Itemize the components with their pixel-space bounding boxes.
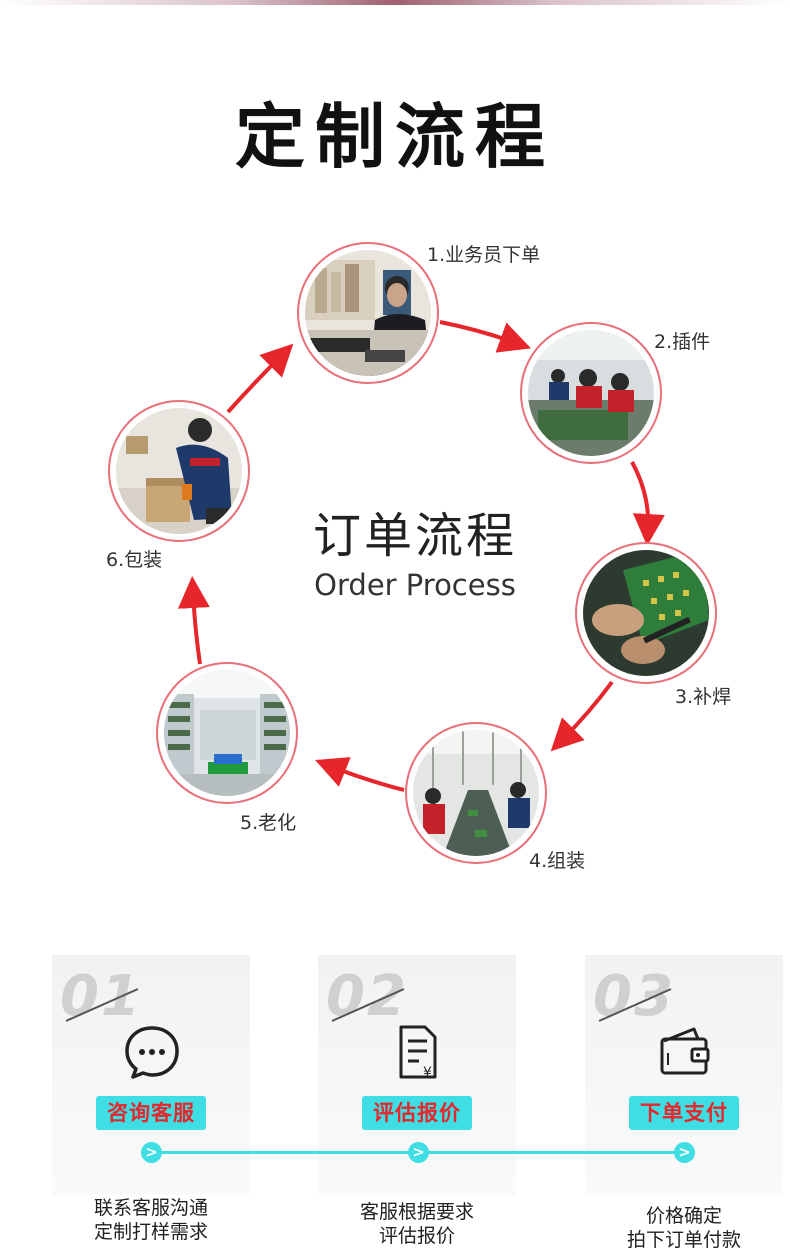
desc-order-payment: 价格确定 拍下订单付款 xyxy=(585,1204,783,1252)
desc-line: 联系客服沟通 xyxy=(93,1197,208,1219)
step-4-photo xyxy=(413,730,539,856)
arrow-1-to-2 xyxy=(439,320,532,353)
top-decorative-band xyxy=(0,0,790,5)
arrow-5-to-6 xyxy=(177,576,210,665)
step-1-label: 1.业务员下单 xyxy=(427,244,541,266)
desc-line: 客服根据要求 xyxy=(359,1201,474,1223)
step-6-packaging: 6.包装 xyxy=(106,400,250,571)
number-slash-decoration xyxy=(599,988,672,1022)
chat-bubble-icon xyxy=(125,1026,179,1079)
step-1-salesperson-order: 1.业务员下单 xyxy=(297,242,540,384)
quote-document-icon: ¥ xyxy=(399,1025,437,1081)
step-3-photo xyxy=(583,550,709,676)
step-3-label: 3.补焊 xyxy=(675,686,732,708)
step-3-rework-soldering: 3.补焊 xyxy=(575,542,731,708)
desc-consult-service: 联系客服沟通 定制打样需求 xyxy=(52,1196,250,1244)
card-number: 03 xyxy=(593,964,675,1029)
step-2-plugin: 2.插件 xyxy=(520,322,710,464)
step-4-assembly: 4.组装 xyxy=(405,722,585,872)
desc-line: 价格确定 xyxy=(645,1205,722,1227)
order-process-title-en: Order Process xyxy=(314,568,516,602)
number-slash-decoration xyxy=(332,988,405,1022)
tag-evaluate-quote: 评估报价 xyxy=(362,1096,472,1130)
order-process-title: 订单流程 Order Process xyxy=(300,505,530,603)
card-number: 02 xyxy=(326,964,408,1029)
step-5-photo xyxy=(164,670,290,796)
arrow-4-to-5 xyxy=(315,757,405,792)
wallet-icon xyxy=(660,1027,710,1075)
step-2-photo xyxy=(528,330,654,456)
tag-consult-service: 咨询客服 xyxy=(96,1096,206,1130)
step-5-aging-test: 5.老化 xyxy=(156,662,298,834)
progress-dot-1: > xyxy=(141,1142,162,1163)
flow-arrows xyxy=(177,320,665,792)
step-1-photo xyxy=(305,250,431,376)
step-5-label: 5.老化 xyxy=(240,812,297,834)
arrow-6-to-1 xyxy=(226,343,294,414)
step-6-label: 6.包装 xyxy=(106,549,163,571)
desc-line: 拍下订单付款 xyxy=(626,1229,741,1251)
arrow-2-to-3 xyxy=(630,461,665,546)
desc-line: 定制打样需求 xyxy=(93,1221,208,1243)
desc-line: 评估报价 xyxy=(378,1225,455,1247)
desc-evaluate-quote: 客服根据要求 评估报价 xyxy=(318,1200,516,1248)
tag-order-payment: 下单支付 xyxy=(629,1096,739,1130)
order-process-title-cn: 订单流程 xyxy=(312,508,517,564)
card-number: 01 xyxy=(60,964,142,1029)
svg-text:¥: ¥ xyxy=(423,1065,432,1081)
progress-dot-3: > xyxy=(674,1142,695,1163)
progress-dot-2: > xyxy=(408,1142,429,1163)
number-slash-decoration xyxy=(66,988,139,1022)
step-2-label: 2.插件 xyxy=(654,331,711,353)
page-title: 定制流程 xyxy=(235,96,555,178)
arrow-3-to-4 xyxy=(550,680,614,752)
step-6-photo xyxy=(116,408,242,534)
step-4-label: 4.组装 xyxy=(529,850,586,872)
